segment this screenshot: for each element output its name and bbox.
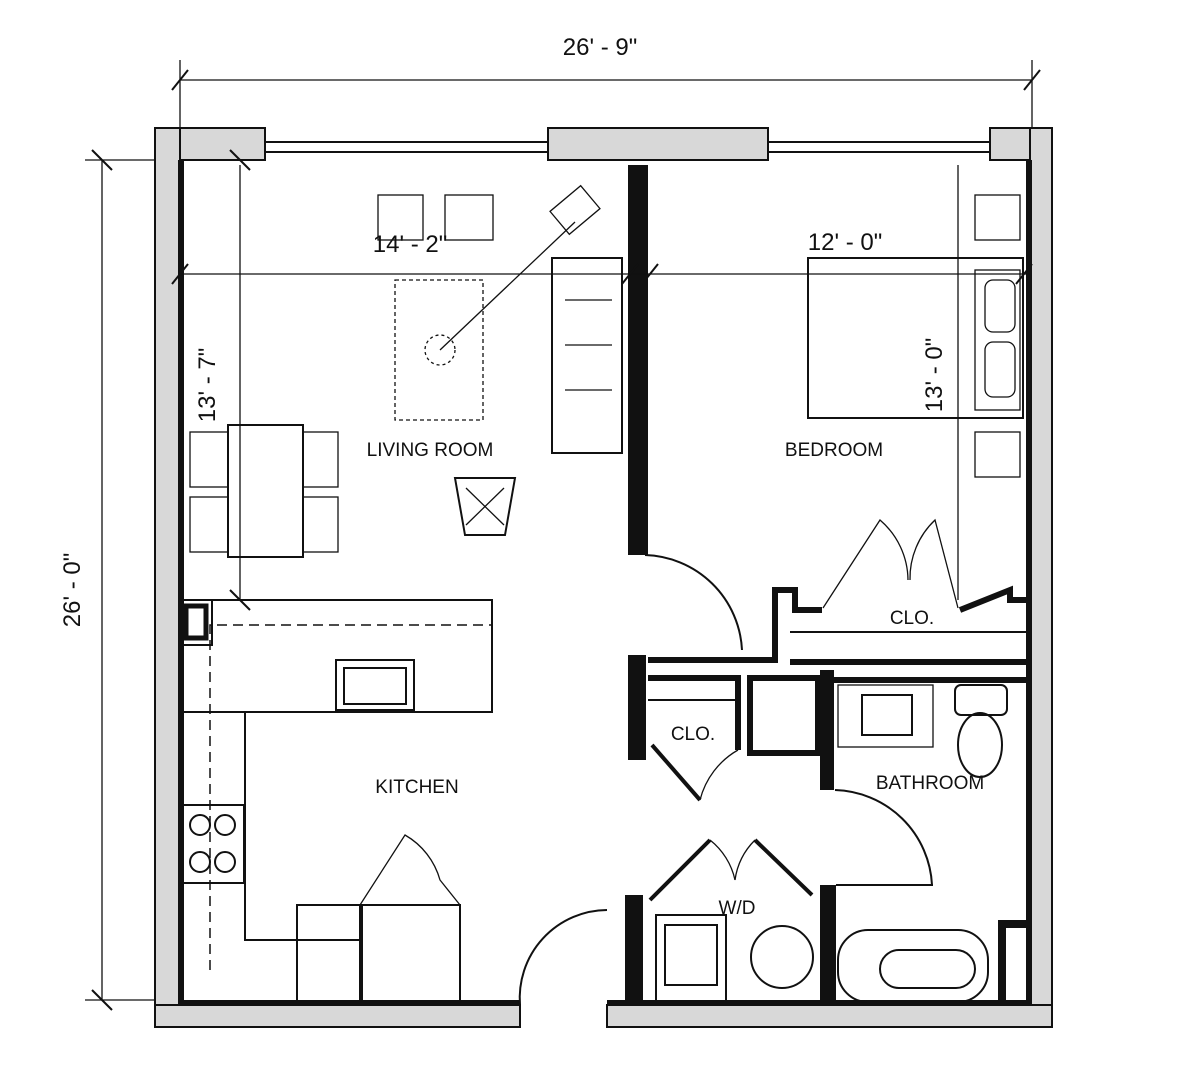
overall-depth-label: 26' - 0" — [59, 553, 86, 627]
kitchen-label: KITCHEN — [375, 777, 458, 798]
exterior-walls — [154, 127, 1053, 1028]
chair — [453, 477, 517, 536]
interior-walls — [625, 165, 1030, 1005]
bedroom-furniture — [807, 165, 1024, 600]
living-furniture — [189, 184, 623, 558]
living-depth-label: 13' - 7" — [194, 348, 221, 422]
room-labels: LIVING ROOM BEDROOM CLO. CLO. BATHROOM K… — [367, 440, 985, 919]
doors — [359, 518, 959, 1006]
laundry-label: W/D — [719, 898, 756, 919]
bedroom-width-label: 12' - 0" — [808, 229, 882, 256]
hall-closet-label: CLO. — [671, 724, 715, 745]
dining-table — [227, 424, 304, 558]
sofa — [551, 257, 623, 454]
bathroom-sink — [861, 694, 913, 736]
bath-fixtures — [655, 684, 1008, 1004]
bathroom-label: BATHROOM — [876, 773, 984, 794]
bedroom-depth-label: 13' - 0" — [921, 338, 948, 412]
kitchen-sink — [335, 659, 415, 711]
room-dimensions: 14' - 2" 12' - 0" 13' - 7" 13' - 0" — [171, 149, 1033, 611]
dryer — [750, 925, 814, 989]
living-width-label: 14' - 2" — [373, 231, 447, 258]
bed — [807, 257, 1024, 419]
overall-width-dimension: 26' - 9" — [171, 34, 1041, 128]
bedroom-label: BEDROOM — [785, 440, 883, 461]
kitchen-fixtures — [179, 599, 493, 1006]
refrigerator — [361, 904, 461, 1006]
overall-depth-dimension: 26' - 0" — [59, 149, 155, 1011]
washer — [655, 914, 727, 1004]
overall-width-label: 26' - 9" — [563, 34, 637, 61]
toilet — [957, 712, 1003, 778]
living-room-label: LIVING ROOM — [367, 440, 494, 461]
bathtub — [837, 929, 989, 1003]
stove — [181, 804, 245, 884]
bedroom-closet-label: CLO. — [890, 608, 934, 629]
